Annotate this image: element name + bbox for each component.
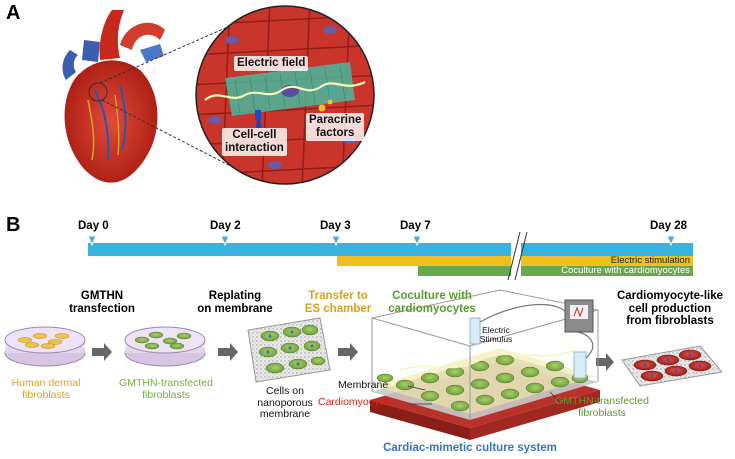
cardiac-mimetic-system-label: Cardiac-mimetic culture system — [383, 442, 557, 454]
electric-stimulus-label: Electric Stimulus — [466, 325, 526, 345]
step-result-line-1: Cardiomyocyte-like — [616, 290, 724, 302]
day-0-label: Day 0 — [78, 220, 109, 232]
gmthn-right-line-2: fibroblasts — [578, 406, 626, 419]
step-replating: Replating on membrane — [180, 290, 290, 315]
paracrine-factors-label: Paracrine factors — [306, 113, 365, 142]
cells-on-line-2: nanoporous — [257, 396, 313, 409]
cell-cell-line-1: Cell-cell — [232, 129, 277, 141]
step-coculture: Coculture with cardiomyocytes — [372, 290, 492, 315]
step-gmthn-line-2: transfection — [69, 302, 135, 315]
step-transfer: Transfer to ES chamber — [293, 290, 383, 315]
cells-on-line-3: membrane — [259, 408, 311, 421]
electric-field-label: Electric field — [234, 56, 309, 72]
human-dermal-line-2: fibroblasts — [22, 388, 70, 401]
panel-letter-a: A — [6, 2, 21, 24]
electric-stimulus-line-1: Electric — [482, 325, 510, 335]
panel-letter-b: B — [6, 214, 21, 236]
step-result-line-3: from fibroblasts — [626, 315, 714, 328]
es-chamber — [370, 289, 600, 440]
human-dermal-line-1: Human dermal — [11, 377, 81, 389]
cardiomyocytes-label: Cardiomyocytes — [318, 396, 394, 408]
cells-on-line-1: Cells on — [266, 385, 304, 397]
step-result-line-2: cell production — [628, 302, 712, 315]
cell-cell-interaction-label: Cell-cell interaction — [222, 128, 287, 157]
step-replating-line-1: Replating — [208, 290, 262, 302]
human-dermal-fibroblasts-label: Human dermal fibroblasts — [0, 377, 92, 401]
membrane-label: Membrane — [338, 379, 389, 391]
step-coculture-line-1: Coculture with — [392, 290, 472, 302]
process-arrows — [92, 343, 614, 371]
paracrine-line-2: factors — [316, 127, 355, 140]
step-coculture-line-2: cardiomyocytes — [388, 302, 476, 315]
timeline — [87, 231, 693, 281]
gmthn-fibro-line-1: GMTHN-transfected — [119, 377, 213, 389]
step-transfer-line-2: ES chamber — [304, 302, 372, 315]
dish-transfected-fibroblasts — [124, 326, 206, 367]
day-2-label: Day 2 — [210, 220, 241, 232]
membrane-with-cells — [247, 317, 331, 383]
step-result: Cardiomyocyte-like cell production from … — [608, 290, 732, 328]
electric-stimulation-bar-label: Electric stimulation — [610, 255, 690, 266]
coculture-bar-label: Coculture with cardiomyocytes — [561, 265, 690, 276]
step-gmthn-line-1: GMTHN — [80, 290, 124, 302]
result-cells — [621, 345, 723, 387]
cells-on-membrane-label: Cells on nanoporous membrane — [240, 385, 330, 421]
tissue-zoom-circle — [195, 5, 375, 185]
paracrine-line-1: Paracrine — [309, 114, 362, 126]
day-3-label: Day 3 — [320, 220, 351, 232]
step-replating-line-2: on membrane — [197, 302, 273, 315]
step-transfer-line-1: Transfer to — [308, 290, 368, 302]
day-28-label: Day 28 — [650, 220, 688, 232]
cell-cell-line-2: interaction — [225, 142, 284, 155]
gmthn-transfected-right-label: GMTHN-transfected fibroblasts — [542, 395, 662, 419]
electric-stimulus-line-2: Stimulus — [479, 334, 513, 345]
gmthn-right-line-1: GMTHN-transfected — [555, 395, 649, 407]
gmthn-transfected-fibroblasts-label: GMTHN-transfected fibroblasts — [108, 377, 224, 401]
step-gmthn-transfection: GMTHN transfection — [62, 290, 142, 315]
gmthn-fibro-line-2: fibroblasts — [142, 388, 190, 401]
dish-human-fibroblasts — [4, 326, 86, 367]
heart-illustration — [62, 10, 256, 183]
day-7-label: Day 7 — [400, 220, 431, 232]
